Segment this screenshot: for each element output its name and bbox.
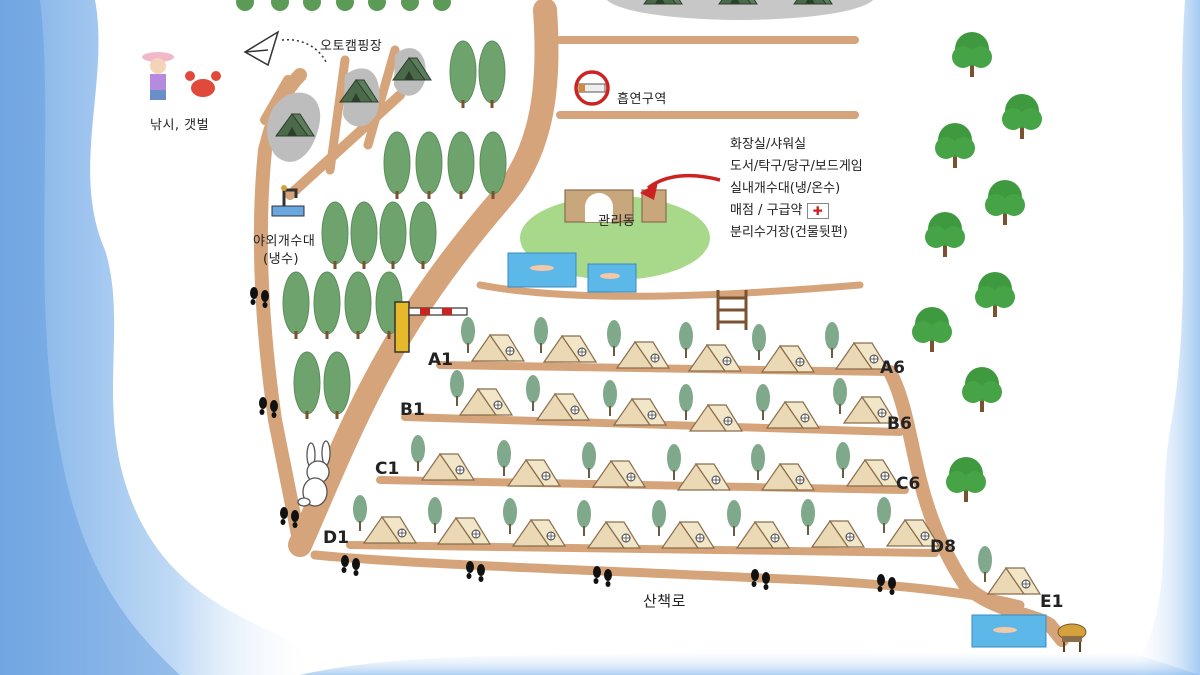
facility-item: 화장실/샤워실 xyxy=(730,137,807,152)
office-label: 관리동 xyxy=(598,214,636,229)
site-label-c1: C1 xyxy=(375,459,400,479)
facility-item: 매점 / 구급약 ✚ xyxy=(730,200,863,222)
ladder-icon xyxy=(716,290,748,330)
sink-note: (냉수) xyxy=(263,252,300,267)
parking-lot xyxy=(606,0,874,20)
campsite-row-d xyxy=(353,495,940,549)
sink-icon xyxy=(271,185,305,217)
sink-label: 야외개수대 xyxy=(253,234,316,249)
rabbit-icon xyxy=(297,440,331,507)
site-label-a6: A6 xyxy=(880,358,905,378)
fisher-girl-icon xyxy=(142,52,174,100)
gate-barrier-icon xyxy=(394,301,468,353)
site-label-b1: B1 xyxy=(400,400,425,420)
camping-tent-icon xyxy=(718,0,758,5)
arrow-head-icon xyxy=(640,182,658,200)
hut-icon xyxy=(1057,623,1087,652)
site-label-d8: D8 xyxy=(930,537,956,557)
site-label-b6: B6 xyxy=(887,414,912,434)
pool xyxy=(507,252,1047,648)
smoking-area-icon xyxy=(574,70,610,106)
first-aid-icon: ✚ xyxy=(806,202,829,219)
camping-tent-icon xyxy=(643,0,683,5)
forest-trees xyxy=(912,32,1042,502)
auto-camping-label: 오토캠핑장 xyxy=(320,39,383,54)
campsite-e1 xyxy=(978,546,1041,595)
crab-icon xyxy=(185,71,221,97)
facility-list: 화장실/샤워실 도서/탁구/당구/보드게임 실내개수대(냉/온수) 매점 / 구… xyxy=(730,134,863,244)
tree-row xyxy=(236,0,451,11)
facility-item: 분리수거장(건물뒷편) xyxy=(730,225,848,240)
smoking-area-label: 흡연구역 xyxy=(617,92,667,107)
fishing-label: 낚시, 갯벌 xyxy=(150,118,210,133)
camping-tent-icon xyxy=(793,0,833,5)
paper-plane-icon xyxy=(243,30,327,67)
walkway-label: 산책로 xyxy=(643,592,686,610)
facility-item: 도서/탁구/당구/보드게임 xyxy=(730,159,863,174)
site-label-c6: C6 xyxy=(896,474,921,494)
facility-item: 실내개수대(냉/온수) xyxy=(730,181,841,196)
arrow-icon xyxy=(646,173,721,190)
site-label-d1: D1 xyxy=(323,528,349,548)
site-label-a1: A1 xyxy=(428,350,453,370)
site-label-e1: E1 xyxy=(1040,592,1064,612)
